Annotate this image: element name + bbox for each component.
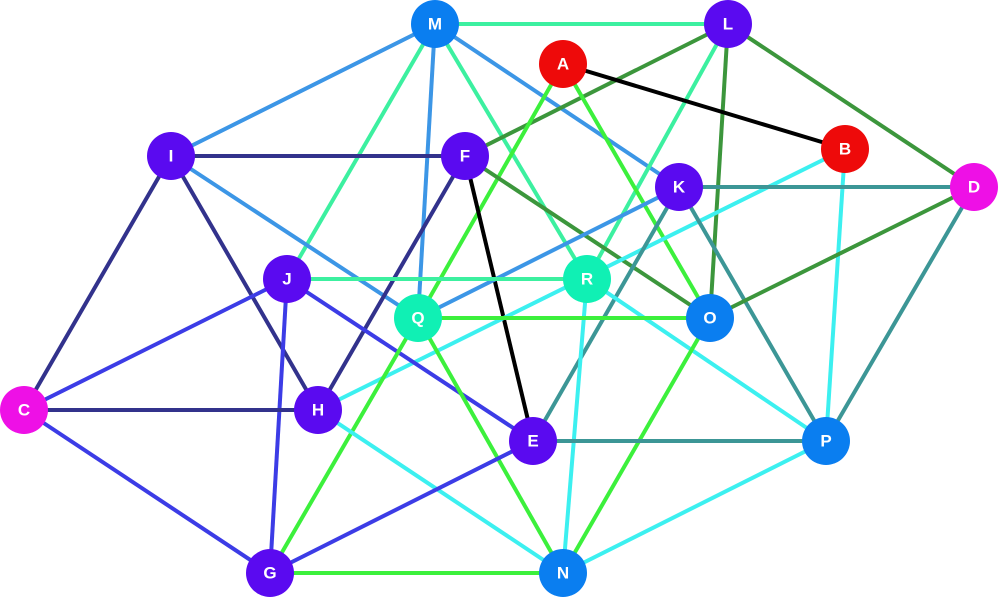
edge-a-b xyxy=(562,62,846,151)
node-label: E xyxy=(527,432,538,451)
edge-i-c xyxy=(22,154,173,412)
node-circle xyxy=(294,386,342,434)
edge-o-n xyxy=(561,317,712,574)
edge-l-o xyxy=(708,23,730,319)
node-a: A xyxy=(539,40,587,88)
node-label: L xyxy=(723,15,733,34)
edge-f-h xyxy=(316,154,467,412)
node-k: K xyxy=(655,163,703,211)
edge-d-o xyxy=(709,185,975,320)
edge-d-p xyxy=(824,185,976,443)
node-i: I xyxy=(147,132,195,180)
node-label: P xyxy=(820,432,831,451)
edges-layer xyxy=(22,22,976,575)
edge-j-g xyxy=(268,278,289,574)
edge-r-p xyxy=(585,277,828,443)
edge-a-q xyxy=(416,63,565,319)
node-circle xyxy=(246,549,294,597)
node-circle xyxy=(509,417,557,465)
edge-j-c xyxy=(23,277,288,412)
node-circle xyxy=(539,40,587,88)
edge-m-k xyxy=(433,22,681,189)
edge-l-r xyxy=(585,23,730,280)
edge-f-o xyxy=(463,154,712,320)
edge-m-i xyxy=(170,22,436,158)
node-m: M xyxy=(411,0,459,48)
node-label: K xyxy=(673,178,686,197)
node-h: H xyxy=(294,386,342,434)
node-l: L xyxy=(704,0,752,48)
node-circle xyxy=(704,0,752,48)
edge-r-n xyxy=(561,278,589,574)
node-circle xyxy=(263,255,311,303)
node-circle xyxy=(147,132,195,180)
node-b: B xyxy=(821,125,869,173)
edge-f-e xyxy=(463,155,535,442)
edge-l-d xyxy=(726,22,976,189)
node-label: B xyxy=(839,140,851,159)
node-n: N xyxy=(539,549,587,597)
node-circle xyxy=(539,549,587,597)
node-j: J xyxy=(263,255,311,303)
edge-m-j xyxy=(285,22,437,281)
node-label: C xyxy=(18,401,30,420)
node-circle xyxy=(0,386,48,434)
node-label: O xyxy=(703,309,716,328)
node-c: C xyxy=(0,386,48,434)
edge-i-h xyxy=(169,154,320,412)
node-circle xyxy=(802,417,850,465)
edge-q-g xyxy=(268,316,420,575)
node-label: F xyxy=(460,147,470,166)
node-o: O xyxy=(686,294,734,342)
node-label: Q xyxy=(411,309,424,328)
node-q: Q xyxy=(394,294,442,342)
edge-m-q xyxy=(416,23,437,319)
edge-e-g xyxy=(269,439,534,575)
node-label: A xyxy=(557,55,569,74)
node-p: P xyxy=(802,417,850,465)
node-circle xyxy=(655,163,703,211)
edge-i-q xyxy=(169,154,420,320)
node-label: G xyxy=(263,564,276,583)
node-circle xyxy=(950,163,998,211)
node-circle xyxy=(411,0,459,48)
node-label: I xyxy=(169,147,174,166)
edge-h-n xyxy=(316,408,565,575)
edge-p-n xyxy=(562,439,827,575)
edge-a-o xyxy=(561,62,712,320)
node-e: E xyxy=(509,417,557,465)
node-label: H xyxy=(312,401,324,420)
node-circle xyxy=(563,255,611,303)
node-circle xyxy=(394,294,442,342)
node-circle xyxy=(441,132,489,180)
node-g: G xyxy=(246,549,294,597)
node-label: N xyxy=(557,564,569,583)
node-label: J xyxy=(282,270,291,289)
node-label: D xyxy=(968,178,980,197)
edge-k-e xyxy=(531,186,681,442)
edge-b-p xyxy=(824,148,847,442)
edge-l-f xyxy=(464,22,729,158)
node-label: R xyxy=(581,270,593,289)
edge-c-g xyxy=(22,408,272,575)
node-f: F xyxy=(441,132,489,180)
edge-j-e xyxy=(285,277,535,443)
node-d: D xyxy=(950,163,998,211)
edge-q-n xyxy=(416,317,565,574)
edge-k-q xyxy=(417,185,680,320)
node-circle xyxy=(686,294,734,342)
edge-k-p xyxy=(677,185,828,443)
node-r: R xyxy=(563,255,611,303)
node-label: M xyxy=(428,15,442,34)
node-circle xyxy=(821,125,869,173)
